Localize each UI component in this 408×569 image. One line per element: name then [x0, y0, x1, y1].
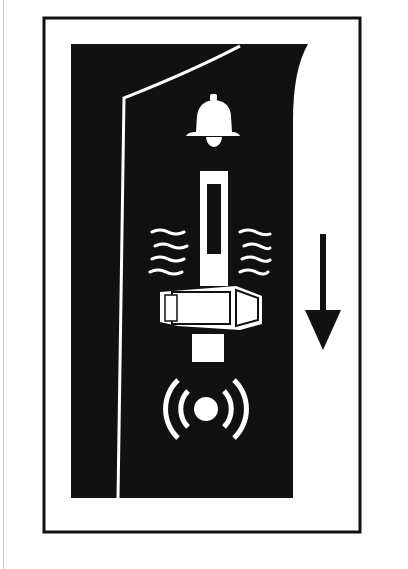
bell-icon	[186, 94, 240, 147]
dark-panel	[71, 44, 308, 498]
vibration-icon	[163, 378, 249, 440]
page-edge-line	[3, 0, 4, 569]
down-arrow-icon	[305, 234, 341, 350]
drill-chuck-icon	[148, 171, 272, 362]
panel-edge-line	[116, 44, 241, 499]
